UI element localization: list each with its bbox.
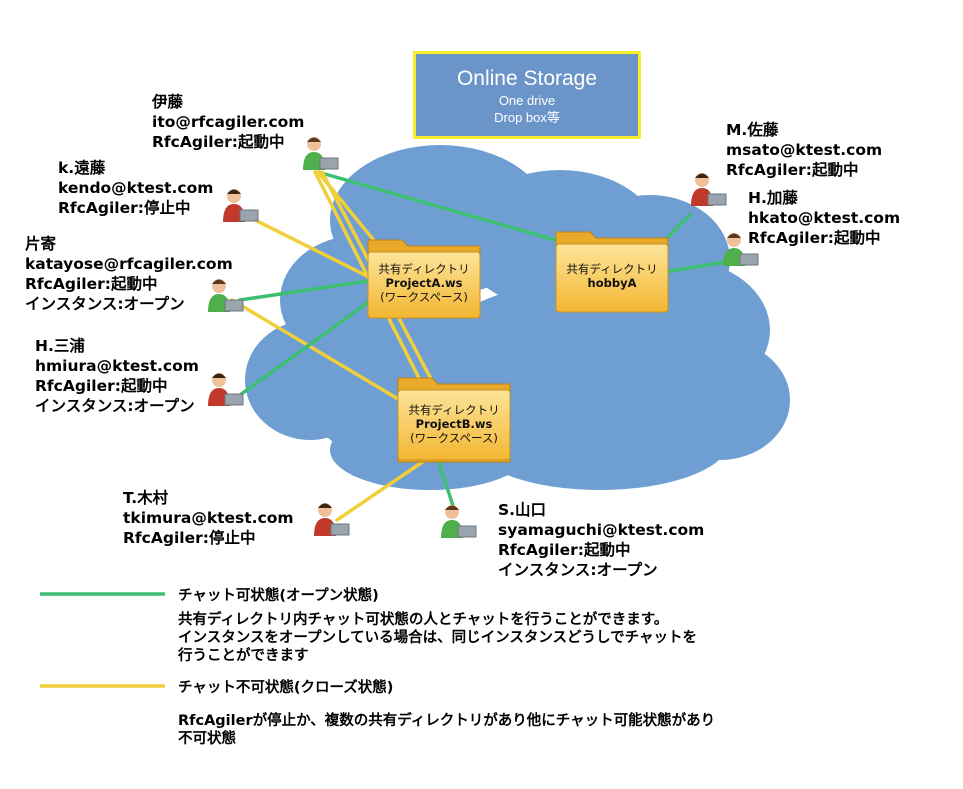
line-endo-projectA — [253, 218, 387, 287]
user-miura: H.三浦 hmiura@ktest.com RfcAgiler:起動中 インスタ… — [35, 336, 199, 416]
user-katayose: 片寄 katayose@rfcagiler.com RfcAgiler:起動中 … — [25, 234, 233, 314]
user-yamaguchi-status: RfcAgiler:起動中 — [498, 541, 631, 559]
storage-line1: One drive — [498, 93, 556, 108]
user-katayose-icon[interactable] — [208, 279, 244, 312]
storage-title: Online Storage — [456, 67, 598, 90]
user-miura-name: H.三浦 — [35, 337, 85, 355]
online-storage-box: Online Storage One drive Drop box等 — [413, 51, 641, 139]
user-endo-name: k.遠藤 — [58, 159, 106, 177]
user-katayose-instance: インスタンス:オープン — [25, 295, 185, 313]
folder-projectB-label[interactable]: 共有ディレクトリ ProjectB.ws (ワークスペース) — [398, 403, 510, 445]
user-kato-email: hkato@ktest.com — [748, 209, 901, 227]
legend-open-desc: 共有ディレクトリ内チャット可状態の人とチャットを行うことができます。 インスタン… — [178, 611, 697, 665]
user-sato-status: RfcAgiler:起動中 — [726, 161, 859, 179]
folder-projectB-type: 共有ディレクトリ — [408, 403, 500, 417]
user-miura-instance: インスタンス:オープン — [35, 397, 195, 415]
line-katayose-projectA — [238, 278, 377, 302]
legend-open-desc-2: インスタンスをオープンしている場合は、同じインスタンスどうしでチャットを — [178, 630, 697, 646]
user-kato-status: RfcAgiler:起動中 — [748, 229, 881, 247]
user-ito-icon[interactable] — [303, 137, 339, 170]
folder-projectA-sub: (ワークスペース) — [380, 290, 468, 304]
user-yamaguchi-email: syamaguchi@ktest.com — [498, 521, 705, 539]
user-yamaguchi-name: S.山口 — [498, 501, 547, 519]
folder-projectA-icon[interactable] — [367, 239, 481, 319]
user-kimura-status: RfcAgiler:停止中 — [123, 529, 256, 547]
legend-open-desc-1: 共有ディレクトリ内チャット可状態の人とチャットを行うことができます。 — [178, 612, 669, 628]
legend-closed-desc-2: 不可状態 — [178, 731, 236, 747]
folder-projectA-name: ProjectA.ws — [385, 276, 463, 290]
user-ito-email: ito@rfcagiler.com — [152, 113, 305, 131]
folder-hobbyA-name: hobbyA — [587, 276, 637, 290]
user-endo-email: kendo@ktest.com — [58, 179, 214, 197]
folder-hobbyA-icon[interactable] — [555, 231, 669, 313]
user-katayose-email: katayose@rfcagiler.com — [25, 255, 233, 273]
folder-projectB-sub: (ワークスペース) — [410, 431, 498, 445]
line-ito-hobbyA — [316, 170, 592, 252]
legend-closed-desc-1: RfcAgilerが停止か、複数の共有ディレクトリがあり他にチャット可能状態があ… — [178, 713, 716, 729]
user-kimura: T.木村 tkimura@ktest.com RfcAgiler:停止中 — [123, 488, 294, 548]
user-miura-email: hmiura@ktest.com — [35, 357, 199, 375]
user-kato-icon[interactable] — [723, 233, 759, 266]
user-ito-name: 伊藤 — [152, 93, 184, 111]
storage-line2: Drop box等 — [494, 110, 560, 125]
user-ito: 伊藤 ito@rfcagiler.com RfcAgiler:起動中 — [152, 92, 304, 152]
user-kato-name: H.加藤 — [748, 189, 798, 207]
user-ito-status: RfcAgiler:起動中 — [152, 133, 285, 151]
user-kimura-email: tkimura@ktest.com — [123, 509, 294, 527]
folder-hobbyA-type: 共有ディレクトリ — [566, 262, 658, 276]
user-katayose-status: RfcAgiler:起動中 — [25, 275, 158, 293]
user-endo-status: RfcAgiler:停止中 — [58, 199, 191, 217]
user-endo: k.遠藤 kendo@ktest.com RfcAgiler:停止中 — [58, 158, 213, 218]
user-yamaguchi: S.山口 syamaguchi@ktest.com RfcAgiler:起動中 … — [498, 500, 704, 580]
user-yamaguchi-icon[interactable] — [441, 505, 477, 538]
folder-hobbyA-label[interactable]: 共有ディレクトリ hobbyA — [556, 262, 668, 290]
user-sato-name: M.佐藤 — [726, 121, 779, 139]
folder-projectA-label[interactable]: 共有ディレクトリ ProjectA.ws (ワークスペース) — [368, 262, 480, 304]
user-sato: M.佐藤 msato@ktest.com RfcAgiler:起動中 — [726, 120, 882, 180]
user-sato-icon[interactable] — [691, 173, 727, 206]
legend-open-desc-3: 行うことができます — [178, 648, 309, 664]
user-kato: H.加藤 hkato@ktest.com RfcAgiler:起動中 — [748, 188, 900, 248]
legend-closed-title: チャット不可状態(クローズ状態) — [178, 680, 394, 696]
line-katayose-projectB — [230, 298, 427, 417]
folder-projectB-name: ProjectB.ws — [415, 417, 493, 431]
legend-open-title: チャット可状態(オープン状態) — [178, 588, 379, 604]
user-yamaguchi-instance: インスタンス:オープン — [498, 561, 658, 579]
legend-closed-desc: RfcAgilerが停止か、複数の共有ディレクトリがあり他にチャット可能状態があ… — [178, 712, 715, 748]
user-miura-icon[interactable] — [208, 373, 244, 406]
user-sato-email: msato@ktest.com — [726, 141, 883, 159]
folder-projectB-icon[interactable] — [397, 377, 511, 463]
user-endo-icon[interactable] — [223, 189, 259, 222]
line-miura-projectA — [238, 293, 380, 397]
user-miura-status: RfcAgiler:起動中 — [35, 377, 168, 395]
user-katayose-name: 片寄 — [25, 235, 57, 253]
user-kimura-icon[interactable] — [314, 503, 350, 536]
folder-projectA-type: 共有ディレクトリ — [378, 262, 470, 276]
user-kimura-name: T.木村 — [123, 489, 169, 507]
line-kato-hobbyA — [663, 260, 727, 274]
